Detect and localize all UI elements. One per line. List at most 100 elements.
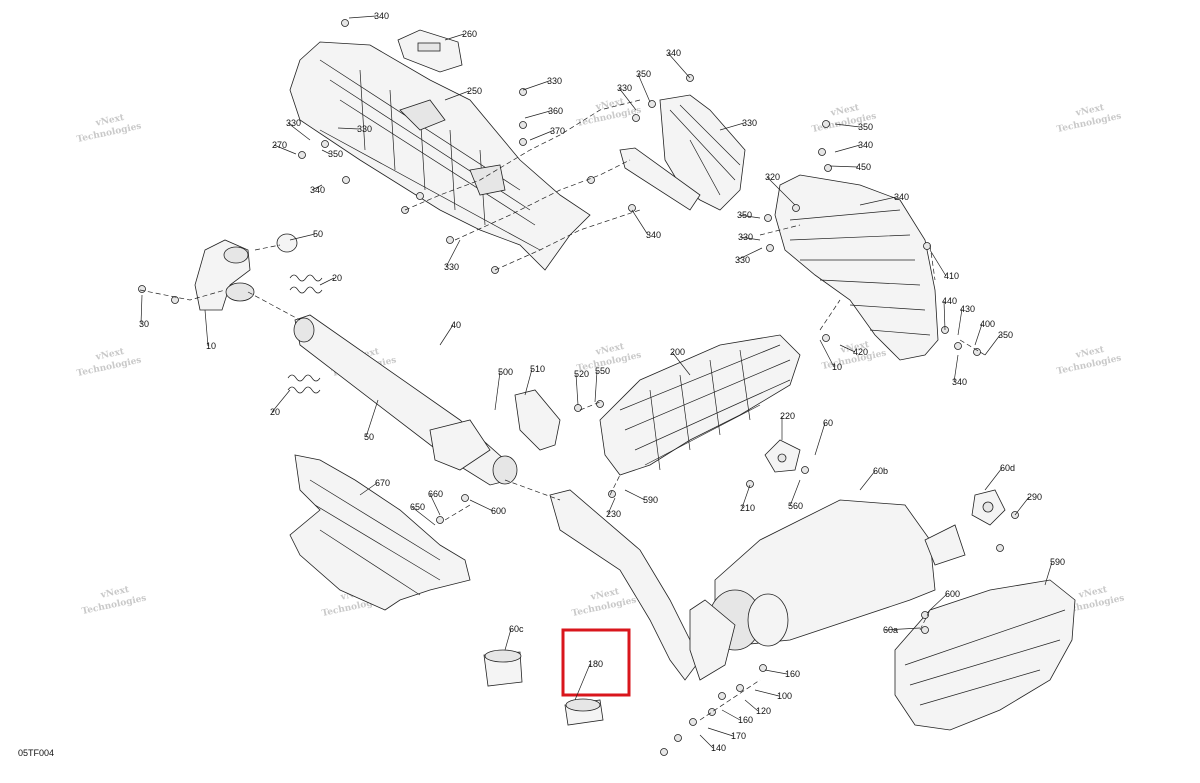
fastener bbox=[628, 204, 636, 212]
leader-line bbox=[524, 110, 551, 119]
callout-label: 330 bbox=[738, 232, 753, 242]
leader-line bbox=[707, 727, 734, 737]
callout-label: 50 bbox=[364, 432, 374, 442]
leader-line bbox=[834, 123, 861, 128]
callout-label: 290 bbox=[1027, 492, 1042, 502]
muffler-assembly-60 bbox=[549, 489, 966, 681]
fastener bbox=[996, 544, 1004, 552]
leader-line bbox=[445, 239, 461, 268]
fastener bbox=[138, 285, 146, 293]
drawing-code: 05TF004 bbox=[18, 748, 54, 758]
fastener bbox=[973, 348, 981, 356]
callout-label: 650 bbox=[410, 502, 425, 512]
callout-label: 590 bbox=[1050, 557, 1065, 567]
leader-line bbox=[754, 689, 780, 697]
callout-label: 140 bbox=[711, 743, 726, 753]
callout-label: 330 bbox=[617, 83, 632, 93]
leader-line bbox=[719, 122, 745, 131]
callout-label: 340 bbox=[858, 140, 873, 150]
spring-50-lower bbox=[287, 374, 321, 394]
callout-label: 220 bbox=[780, 411, 795, 421]
fastener bbox=[792, 204, 800, 212]
callout-label: 120 bbox=[756, 706, 771, 716]
leader-line bbox=[953, 354, 959, 383]
leader-line bbox=[789, 479, 801, 507]
leader-line bbox=[289, 233, 316, 241]
fastener bbox=[596, 400, 604, 408]
exhaust-manifold-30 bbox=[194, 239, 255, 311]
fastener bbox=[736, 684, 744, 692]
callout-label: 430 bbox=[960, 304, 975, 314]
callout-label: 180 bbox=[588, 659, 603, 669]
leader-line bbox=[721, 709, 741, 721]
fastener bbox=[321, 140, 329, 148]
leader-line bbox=[529, 130, 553, 141]
callout-label: 340 bbox=[894, 192, 909, 202]
fastener bbox=[689, 718, 697, 726]
fastener bbox=[764, 214, 772, 222]
fastener bbox=[446, 236, 454, 244]
callout-label: 400 bbox=[980, 319, 995, 329]
callout-label: 60 bbox=[823, 418, 833, 428]
fastener bbox=[818, 148, 826, 156]
leader-line bbox=[929, 593, 948, 611]
leader-line bbox=[741, 484, 751, 509]
leader-line bbox=[739, 236, 761, 241]
leader-line bbox=[1014, 496, 1030, 516]
leader-line bbox=[429, 493, 441, 516]
leader-line bbox=[522, 80, 550, 91]
fastener bbox=[921, 626, 929, 634]
leader-line bbox=[1044, 561, 1053, 586]
spring-50-upper bbox=[289, 274, 323, 294]
leader-line bbox=[504, 628, 512, 651]
leader-line bbox=[319, 277, 335, 286]
fastener bbox=[416, 192, 424, 200]
callout-label: 560 bbox=[788, 501, 803, 511]
callout-label: 350 bbox=[858, 122, 873, 132]
leader-line bbox=[766, 176, 796, 206]
fastener bbox=[298, 151, 306, 159]
fastener bbox=[824, 164, 832, 172]
callout-label: 660 bbox=[428, 489, 443, 499]
fastener bbox=[341, 19, 349, 27]
heat-shield-270 bbox=[619, 94, 746, 211]
callout-label: 200 bbox=[670, 347, 685, 357]
callout-label: 550 bbox=[595, 366, 610, 376]
callout-label: 340 bbox=[666, 48, 681, 58]
fastener bbox=[822, 120, 830, 128]
leader-line bbox=[957, 308, 963, 336]
leader-line bbox=[444, 90, 470, 101]
callout-label: 60c bbox=[509, 624, 524, 634]
callout-label: 170 bbox=[731, 731, 746, 741]
callout-label: 350 bbox=[737, 210, 752, 220]
fastener bbox=[766, 244, 774, 252]
fastener bbox=[674, 734, 682, 742]
leader-line bbox=[736, 247, 763, 261]
callout-label: 600 bbox=[945, 589, 960, 599]
leader-line bbox=[699, 734, 714, 749]
fastener bbox=[648, 100, 656, 108]
fastener bbox=[801, 466, 809, 474]
leader-line bbox=[287, 122, 311, 141]
leader-line bbox=[974, 323, 983, 346]
leader-line bbox=[764, 669, 788, 675]
leader-line bbox=[929, 249, 947, 277]
plate-60b bbox=[971, 489, 1006, 526]
heat-shield-250 bbox=[289, 41, 591, 271]
leader-line bbox=[834, 144, 861, 153]
callout-label: 210 bbox=[740, 503, 755, 513]
callout-label: 270 bbox=[272, 140, 287, 150]
sleeve-60c bbox=[564, 698, 604, 726]
leader-line bbox=[624, 489, 646, 501]
callout-label: 670 bbox=[375, 478, 390, 488]
callout-label: 160 bbox=[785, 669, 800, 679]
leader-line bbox=[140, 294, 143, 325]
front-pipe-40 bbox=[293, 314, 518, 486]
callout-label: 330 bbox=[547, 76, 562, 86]
leader-line bbox=[943, 300, 946, 331]
callout-label: 100 bbox=[777, 691, 792, 701]
hardware-group bbox=[138, 19, 1019, 756]
leader-line bbox=[594, 370, 598, 403]
